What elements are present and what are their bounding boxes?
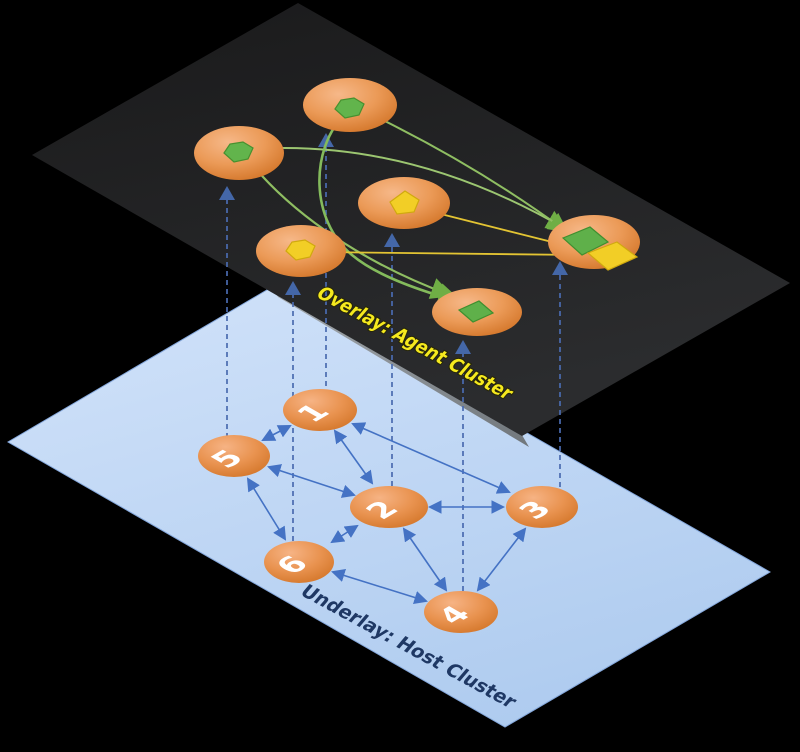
- underlay-edge-3-4: [476, 527, 527, 592]
- host-node-2: [350, 486, 428, 528]
- mapping-arrowheads: [219, 133, 568, 354]
- overlay-node-top: [303, 78, 397, 132]
- overlay-edge-top-bottom: [318, 114, 464, 309]
- overlay-edge-top-right: [361, 109, 569, 233]
- underlay-edge-1-3: [351, 422, 511, 494]
- host-node-5: [198, 435, 270, 477]
- overlay-node-right: [548, 215, 640, 271]
- host-node-1: [283, 389, 357, 431]
- arrowhead-icon: [455, 340, 471, 354]
- underlay-edge-2-4: [402, 527, 448, 592]
- arrowhead-icon: [318, 133, 334, 147]
- overlay-edge-lowerleft-right: [316, 246, 584, 263]
- host-node-3: [506, 486, 578, 528]
- arrowhead-icon: [219, 186, 235, 200]
- green-square-icon: [561, 226, 610, 256]
- yellow-square-icon: [586, 241, 639, 271]
- underlay-edges: [246, 422, 527, 605]
- overlay-node-middle: [358, 177, 450, 229]
- underlay-nodes: 1 2 3 4 5 6: [198, 389, 578, 633]
- green-square-icon: [457, 300, 495, 323]
- underlay-edge-5-6: [246, 477, 287, 541]
- overlay-node-left: [194, 126, 284, 180]
- green-hexagon-icon: [223, 141, 254, 163]
- overlay-node-bottom: [432, 288, 522, 336]
- overlay-nodes: [194, 78, 640, 336]
- arrowhead-icon: [285, 281, 301, 295]
- arrowhead-icon: [384, 233, 400, 247]
- underlay-edge-1-5: [261, 425, 292, 441]
- green-hexagon-icon: [334, 97, 365, 119]
- underlay-edge-6-4: [331, 568, 428, 605]
- yellow-hexagon-icon: [285, 239, 316, 261]
- overlay-edge-left-right: [252, 146, 567, 230]
- overlay-node-lowerleft: [256, 225, 346, 277]
- arrowhead-icon: [552, 261, 568, 275]
- host-node-4: [424, 591, 498, 633]
- underlay-edge-5-2: [267, 464, 356, 498]
- host-node-6: [264, 541, 334, 583]
- underlay-edge-2-6: [330, 524, 359, 544]
- yellow-pentagon-icon: [389, 190, 420, 215]
